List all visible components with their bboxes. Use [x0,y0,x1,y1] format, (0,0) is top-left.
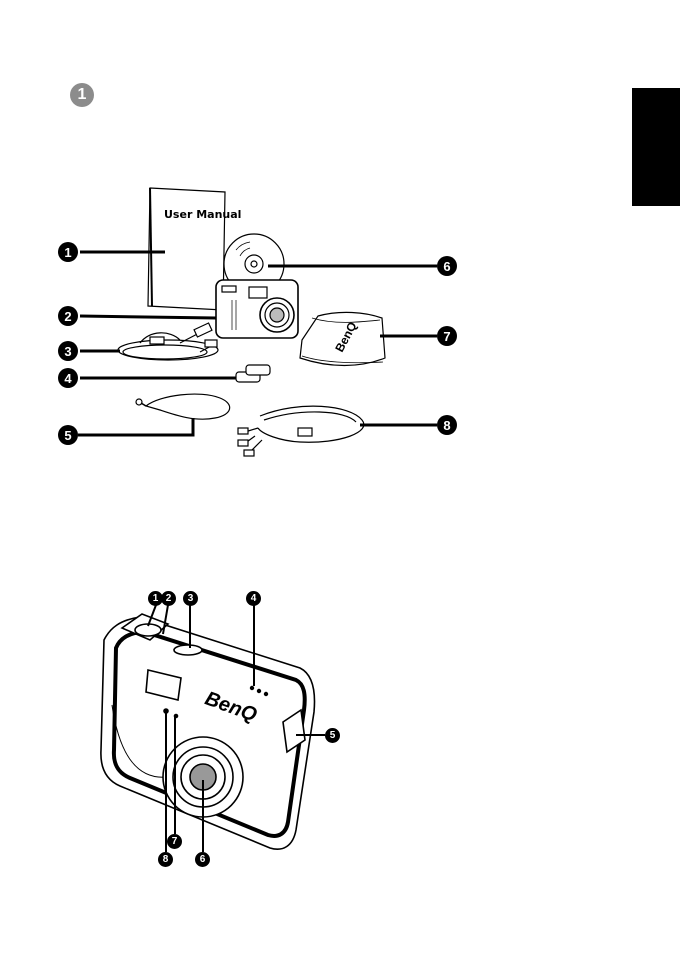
user-manual-cover-title: User Manual [164,208,241,221]
batteries-illustration [236,365,270,382]
package-callout-8: 8 [437,415,457,435]
camera-callout-2: 2 [161,591,176,606]
package-callout-2: 2 [58,306,78,326]
camera-callout-8: 8 [158,852,173,867]
av-cable-illustration [238,406,364,456]
package-callout-7: 7 [437,326,457,346]
camera-callout-5: 5 [325,728,340,743]
package-callout-3: 3 [58,341,78,361]
camera-callout-3: 3 [183,591,198,606]
camera-callout-6: 6 [195,852,210,867]
camera-front-illustration [101,614,315,849]
package-callout-4: 4 [58,368,78,388]
camera-callout-4: 4 [246,591,261,606]
package-callout-5: 5 [58,425,78,445]
usb-cable-illustration [118,323,218,360]
package-callout-6: 6 [437,256,457,276]
wrist-strap-illustration [136,394,230,419]
user-manual-booklet-illustration [148,188,225,310]
package-callout-1: 1 [58,242,78,262]
camera-illustration [216,280,298,338]
camera-callout-7: 7 [167,834,182,849]
